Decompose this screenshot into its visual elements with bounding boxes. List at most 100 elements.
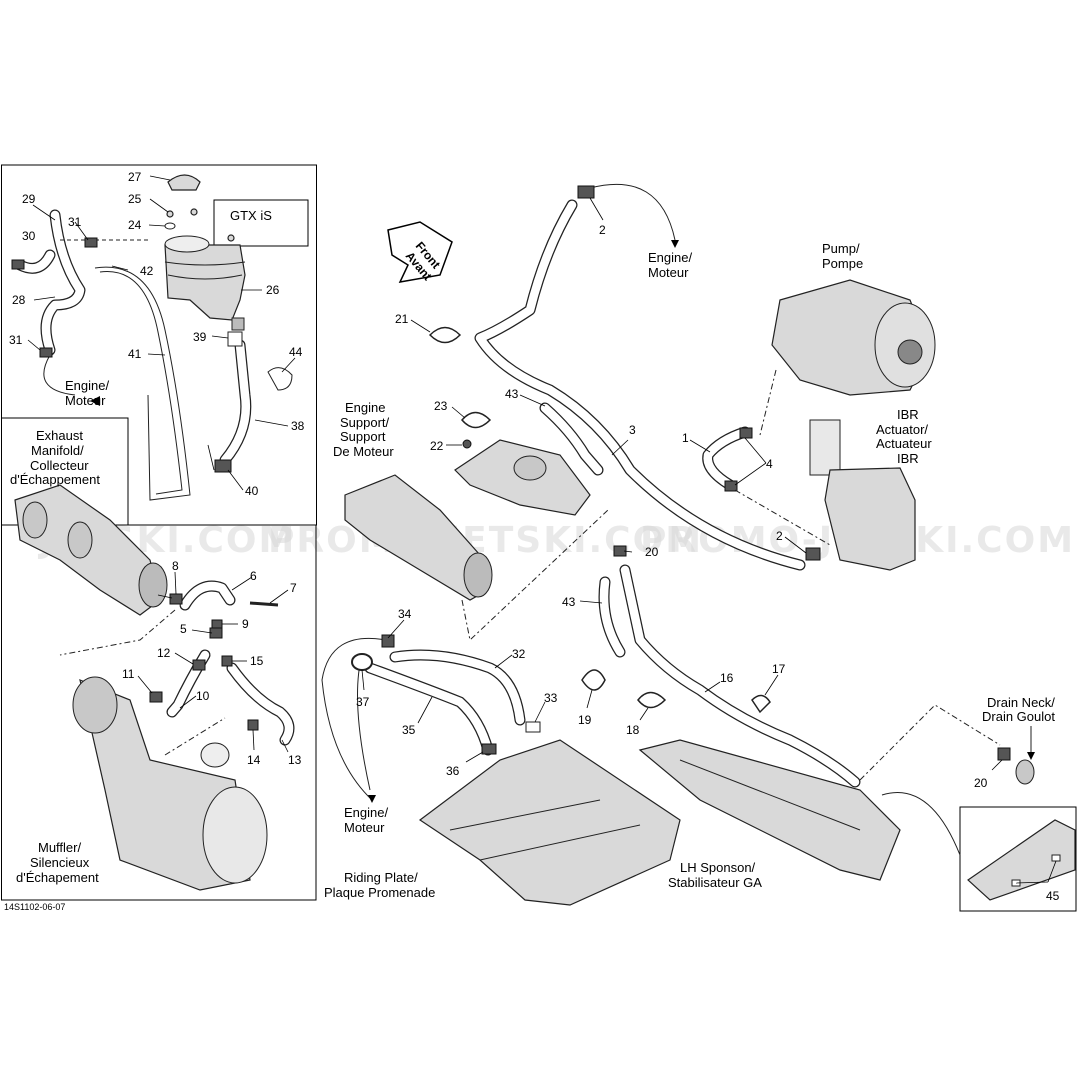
- callout-40: 40: [245, 484, 259, 498]
- callout-3: 3: [629, 423, 636, 437]
- label-engine-support: Engine Support/ Support De Moteur: [333, 400, 394, 459]
- exhaust-manifold-center: [344, 474, 493, 601]
- clamp-15: [221, 655, 233, 667]
- clamp-4a: [739, 427, 753, 439]
- washer-24: [164, 222, 176, 230]
- dash-link-muffler: [164, 717, 226, 756]
- callout-35: 35: [402, 723, 416, 737]
- screw-25: [166, 210, 174, 218]
- nut-22: [462, 439, 472, 449]
- svg-text:Engine/: Engine/: [65, 378, 109, 393]
- clamp-14: [247, 719, 259, 731]
- svg-text:Manifold/: Manifold/: [31, 443, 84, 458]
- clamp-40: [214, 459, 232, 473]
- front-arrow: Front Avant: [387, 221, 453, 283]
- line-to-engine-top: [589, 183, 676, 241]
- svg-text:Pump/: Pump/: [822, 241, 860, 256]
- callout-38: 38: [291, 419, 305, 433]
- clamp-44: [267, 367, 293, 391]
- clamp-36: [481, 743, 497, 755]
- clamp-23: [461, 411, 492, 429]
- engine-support: [454, 439, 591, 516]
- hose-1: [702, 426, 751, 491]
- line-to-engine-bottom: [321, 637, 387, 801]
- svg-text:De Moteur: De Moteur: [333, 444, 394, 459]
- watermark-2: PROMO-JETSKI.COM: [268, 520, 703, 561]
- label-engine-top-left: Engine/ Moteur: [65, 378, 109, 408]
- arrow-engine-top: [671, 240, 679, 248]
- callout-28: 28: [12, 293, 26, 307]
- callout-29: 29: [22, 192, 36, 206]
- svg-text:d'Échapement: d'Échapement: [16, 870, 99, 885]
- callout-5: 5: [180, 622, 187, 636]
- coolant-tank-frame: [1, 164, 317, 526]
- svg-text:Riding Plate/: Riding Plate/: [344, 870, 418, 885]
- tie-7: [249, 601, 279, 607]
- hose-38: [219, 339, 252, 466]
- reservoir-cap: [167, 174, 201, 191]
- text-labels: GTX iS Engine/ Moteur Exhaust Manifold/ …: [4, 208, 1055, 912]
- svg-text:IBR: IBR: [897, 407, 919, 422]
- label-exhaust-manifold: Exhaust Manifold/ Collecteur d'Échappeme…: [10, 428, 100, 487]
- callout-31-top: 31: [68, 215, 82, 229]
- callout-45: 45: [1046, 889, 1060, 903]
- dash-link-pump: [759, 369, 777, 436]
- label-riding-plate: Riding Plate/ Plaque Promenade: [324, 870, 435, 900]
- callout-15: 15: [250, 654, 264, 668]
- clamp-2b: [805, 547, 821, 561]
- callout-33: 33: [544, 691, 558, 705]
- callout-2-top: 2: [599, 223, 606, 237]
- hose-16: [619, 564, 861, 788]
- clamp-31b: [39, 347, 53, 358]
- callout-13: 13: [288, 753, 302, 767]
- line-to-engine-bottom-2: [357, 654, 371, 791]
- callout-9: 9: [242, 617, 249, 631]
- clamp-12: [192, 659, 206, 671]
- svg-text:Engine/: Engine/: [344, 805, 388, 820]
- callout-1: 1: [682, 431, 689, 445]
- hose-43-upper: [539, 402, 604, 476]
- watermark-group: JETSKI.COM PROMO-JETSKI.COM PROMO-JETSKI…: [37, 520, 1073, 561]
- detail-sponson: [967, 819, 1076, 901]
- callout-32: 32: [512, 647, 526, 661]
- svg-text:Drain Neck/: Drain Neck/: [987, 695, 1055, 710]
- label-lh-sponson: LH Sponson/ Stabilisateur GA: [668, 860, 762, 890]
- clamp-8: [169, 593, 183, 605]
- dash-link-manifold: [59, 609, 176, 656]
- callout-23: 23: [434, 399, 448, 413]
- label-ibr-actuator: IBR Actuator/ Actuateur IBR: [876, 407, 932, 466]
- svg-text:Drain Goulot: Drain Goulot: [982, 709, 1055, 724]
- callout-11: 11: [122, 667, 135, 681]
- gasket-39: [227, 331, 243, 347]
- hose-6: [179, 580, 236, 611]
- leader-lines: [27, 175, 1057, 884]
- svg-text:Engine/: Engine/: [648, 250, 692, 265]
- callout-16: 16: [720, 671, 734, 685]
- callout-8: 8: [172, 559, 179, 573]
- callout-12: 12: [157, 646, 171, 660]
- muffler: [72, 676, 268, 891]
- clamp-2a: [577, 185, 595, 199]
- hose-3: [474, 199, 806, 571]
- callout-21: 21: [395, 312, 409, 326]
- callout-39: 39: [193, 330, 207, 344]
- label-drain-neck: Drain Neck/ Drain Goulot: [982, 695, 1055, 724]
- ibr-actuator: [809, 419, 916, 571]
- hose-35: [364, 662, 494, 756]
- arrow-drain-neck: [1027, 752, 1035, 760]
- svg-text:Moteur: Moteur: [648, 265, 689, 280]
- hose-28: [40, 209, 86, 356]
- clamp-11: [149, 691, 163, 703]
- callout-6: 6: [250, 569, 257, 583]
- svg-text:Moteur: Moteur: [65, 393, 106, 408]
- callout-14: 14: [247, 753, 261, 767]
- svg-text:Stabilisateur GA: Stabilisateur GA: [668, 875, 762, 890]
- svg-text:IBR: IBR: [897, 451, 919, 466]
- callout-20-right: 20: [974, 776, 988, 790]
- callout-2-right: 2: [776, 529, 783, 543]
- callout-19: 19: [578, 713, 592, 727]
- svg-text:Muffler/: Muffler/: [38, 840, 81, 855]
- clamp-31a: [84, 237, 98, 248]
- clamp-34: [381, 634, 395, 648]
- clamp-30: [11, 259, 25, 270]
